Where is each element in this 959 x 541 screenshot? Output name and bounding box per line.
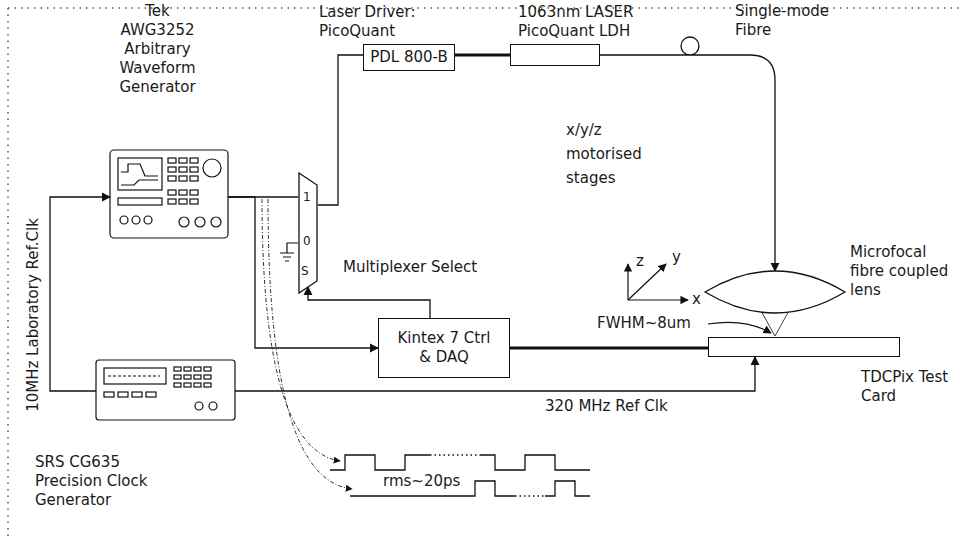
box-text: Kintex 7 Ctrl & DAQ <box>394 329 494 367</box>
node-heading: 1 <box>303 190 315 205</box>
awg-instrument <box>110 150 228 238</box>
annotation-label: rms~20ps <box>383 472 460 491</box>
node-heading: Tek AWG3252 Arbitrary Waveform Generator <box>110 2 205 97</box>
probe-curves <box>262 199 352 489</box>
annotation-label: z <box>636 252 644 271</box>
connector <box>308 287 430 318</box>
lens: Microfocal fibre coupled lens <box>705 270 845 314</box>
leader-line <box>708 322 771 333</box>
annotation-label: FWHM~8um <box>597 314 691 333</box>
ground-symbol <box>280 243 298 261</box>
connector <box>50 197 110 391</box>
laser-driver-box: Laser Driver: PicoQuantPDL 800-B <box>363 44 455 71</box>
edge-label: 10MHz Laboratory Ref.Clk <box>24 218 43 412</box>
connector <box>510 347 708 350</box>
frame-line <box>7 8 9 541</box>
edge-label: Single-mode Fibre <box>735 2 845 40</box>
annotation-label: x/y/z motorised stages <box>566 118 666 190</box>
clock-generator: SRS CG635 Precision Clock Generator <box>96 360 235 420</box>
node-heading: Microfocal fibre coupled lens <box>850 243 950 300</box>
box-text: PDL 800-B <box>370 48 448 67</box>
annotation-label: x <box>692 290 701 309</box>
laser-box: 1063nm LASER PicoQuant LDH <box>510 44 600 66</box>
connector <box>318 55 363 205</box>
test-card-box: TDCPix Test Card <box>708 337 900 357</box>
node-heading: TDCPix Test Card <box>861 368 956 406</box>
node-heading: Laser Driver: PicoQuant <box>319 3 469 41</box>
annotation-label: y <box>672 248 681 267</box>
node-heading: 0 <box>303 234 315 249</box>
mux-shape <box>299 173 317 293</box>
node-heading: S <box>301 264 313 279</box>
lens-outline <box>705 270 845 314</box>
waveform-generator: Tek AWG3252 Arbitrary Waveform Generator <box>110 150 228 238</box>
node-heading: 1063nm LASER PicoQuant LDH <box>518 3 658 41</box>
edge-label: Multiplexer Select <box>343 258 477 277</box>
fpga-box: Kintex 7 Ctrl & DAQ <box>378 318 510 378</box>
node-heading: SRS CG635 Precision Clock Generator <box>35 453 180 510</box>
lens-shape <box>705 271 845 313</box>
connector <box>455 54 510 57</box>
multiplexer: 1 0S <box>298 172 318 294</box>
clock-generator-instrument <box>96 360 235 420</box>
edge-label: 320 MHz Ref Clk <box>545 397 668 416</box>
waveforms <box>330 455 590 496</box>
